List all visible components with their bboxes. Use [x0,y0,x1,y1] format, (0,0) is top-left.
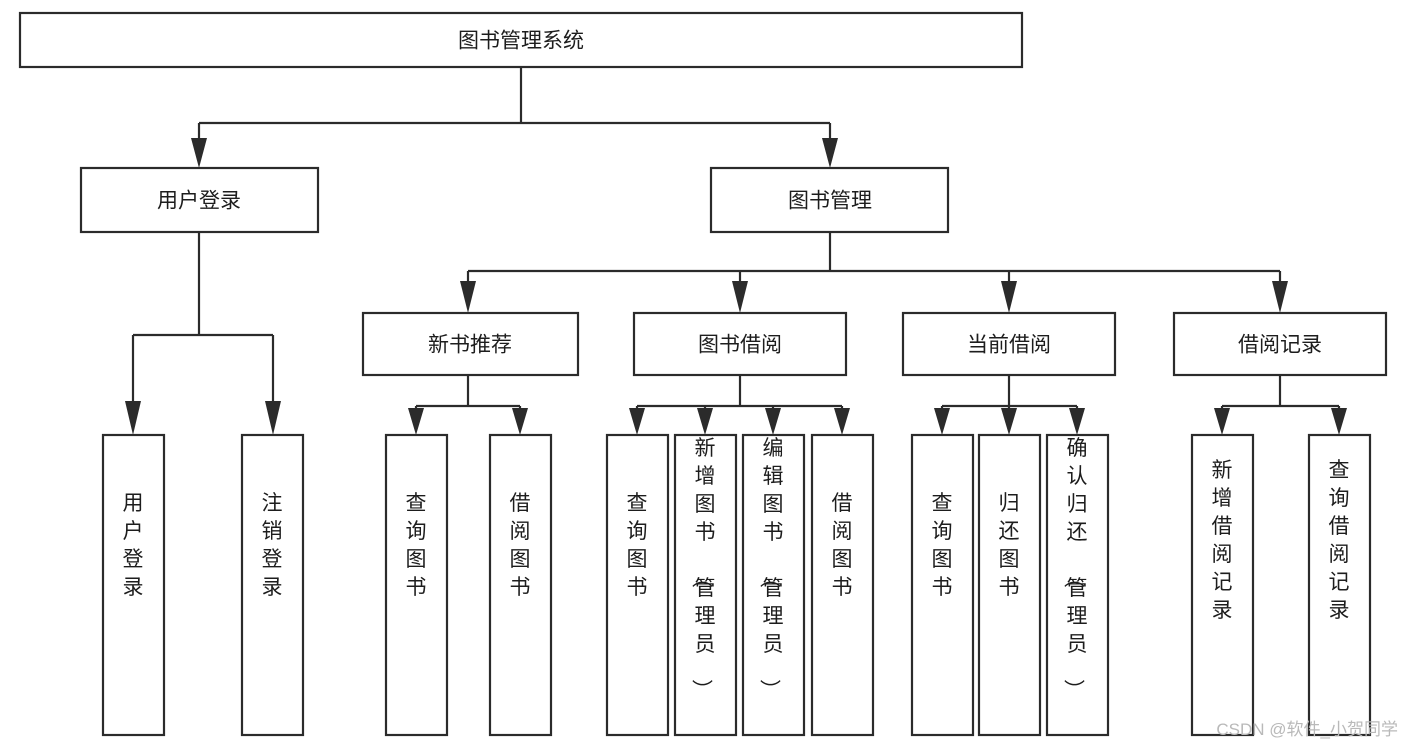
node-root-box [18,11,1024,69]
leaf-user-login-login-label: 用户登录 [123,492,144,599]
leaf-borrow-add-book[interactable]: 新增图书（管理员） [673,433,738,737]
node-user-login-box [79,166,320,234]
leaf-borrow-borrow-book-label: 借阅图书 [832,492,853,599]
leaf-borrow-add-book-label: 新增图书（管理员） [690,437,716,700]
node-current-borrow-box [901,311,1117,377]
leaf-record-add-record[interactable]: 新增借阅记录 [1190,433,1255,737]
arrow-head-record-leaf-1 [1214,408,1230,435]
node-current-borrow-label: 当前借阅 [967,334,1051,357]
leaf-borrow-borrow-book-box [810,433,875,737]
leaf-borrow-edit-book-label: 编辑图书（管理员） [758,437,784,700]
leaf-new-book-borrow[interactable]: 借阅图书 [488,433,553,737]
watermark-label: CSDN @软件_小贺同学 [1216,720,1398,739]
arrow-head-newbook [460,281,476,313]
node-borrow-record-label: 借阅记录 [1238,334,1322,357]
arrow-head-borrow-leaf-4 [834,408,850,435]
node-root-label: 图书管理系统 [458,30,584,53]
node-book-management[interactable]: 图书管理 [709,166,950,234]
leaf-current-confirm-return[interactable]: 确认归还（管理员） [1045,433,1110,737]
node-book-borrow-label: 图书借阅 [698,334,782,357]
node-book-borrow[interactable]: 图书借阅 [632,311,848,377]
node-borrow-record-box [1172,311,1388,377]
node-root-book-management-system[interactable]: 图书管理系统 [18,11,1024,69]
leaf-user-login-login[interactable]: 用户登录 [101,433,166,737]
arrow-head-login [191,138,207,168]
node-new-book-recommend-label: 新书推荐 [428,334,512,357]
leaf-new-book-query-label: 查询图书 [406,492,427,599]
leaf-new-book-borrow-box [488,433,553,737]
leaf-user-login-login-box [101,433,166,737]
leaf-current-return-book-box [977,433,1042,737]
leaf-current-confirm-return-label: 确认归还（管理员） [1062,437,1088,700]
leaf-borrow-edit-book-box [741,433,806,737]
node-user-login[interactable]: 用户登录 [79,166,320,234]
node-borrow-record[interactable]: 借阅记录 [1172,311,1388,377]
arrow-head-borrow-leaf-2 [697,408,713,435]
leaf-borrow-borrow-book[interactable]: 借阅图书 [810,433,875,737]
leaf-current-query-book-label: 查询图书 [932,492,953,599]
arrow-head-borrow-leaf-3 [765,408,781,435]
arrow-head-login-leaf-1 [125,401,141,435]
leaf-borrow-query-book-box [605,433,670,737]
arrow-head-borrow [732,281,748,313]
arrow-head-current [1001,281,1017,313]
node-book-management-label: 图书管理 [788,190,872,213]
arrow-head-login-leaf-2 [265,401,281,435]
leaf-user-login-logout-box [240,433,305,737]
node-book-management-box [709,166,950,234]
node-user-login-label: 用户登录 [157,190,241,213]
leaf-record-add-record-label: 新增借阅记录 [1212,459,1233,622]
leaf-current-return-book-label: 归还图书 [999,492,1020,599]
leaf-current-return-book[interactable]: 归还图书 [977,433,1042,737]
arrow-head-current-leaf-3 [1069,408,1085,435]
leaf-record-query-record-box [1307,433,1372,737]
leaf-new-book-borrow-label: 借阅图书 [510,492,531,599]
node-new-book-recommend-box [361,311,580,377]
arrow-head-record [1272,281,1288,313]
arrow-head-record-leaf-2 [1331,408,1347,435]
leaf-record-add-record-box [1190,433,1255,737]
arrow-head-newbook-leaf-1 [408,408,424,435]
connector-layer [125,67,1347,435]
leaf-new-book-query[interactable]: 查询图书 [384,433,449,737]
leaf-record-query-record[interactable]: 查询借阅记录 [1307,433,1372,737]
leaf-new-book-query-box [384,433,449,737]
leaf-borrow-edit-book[interactable]: 编辑图书（管理员） [741,433,806,737]
arrow-head-newbook-leaf-2 [512,408,528,435]
leaf-record-query-record-label: 查询借阅记录 [1329,459,1350,622]
leaf-user-login-logout-label: 注销登录 [262,492,283,599]
arrow-head-current-leaf-2 [1001,408,1017,435]
node-current-borrow[interactable]: 当前借阅 [901,311,1117,377]
arrow-head-current-leaf-1 [934,408,950,435]
arrow-head-borrow-leaf-1 [629,408,645,435]
leaf-current-confirm-return-box [1045,433,1110,737]
leaf-user-login-logout[interactable]: 注销登录 [240,433,305,737]
node-book-borrow-box [632,311,848,377]
node-new-book-recommend[interactable]: 新书推荐 [361,311,580,377]
leaf-current-query-book-box [910,433,975,737]
leaf-borrow-query-book[interactable]: 查询图书 [605,433,670,737]
leaf-borrow-add-book-box [673,433,738,737]
leaf-borrow-query-book-label: 查询图书 [627,492,648,599]
leaf-current-query-book[interactable]: 查询图书 [910,433,975,737]
arrow-head-bookmgmt [822,138,838,168]
